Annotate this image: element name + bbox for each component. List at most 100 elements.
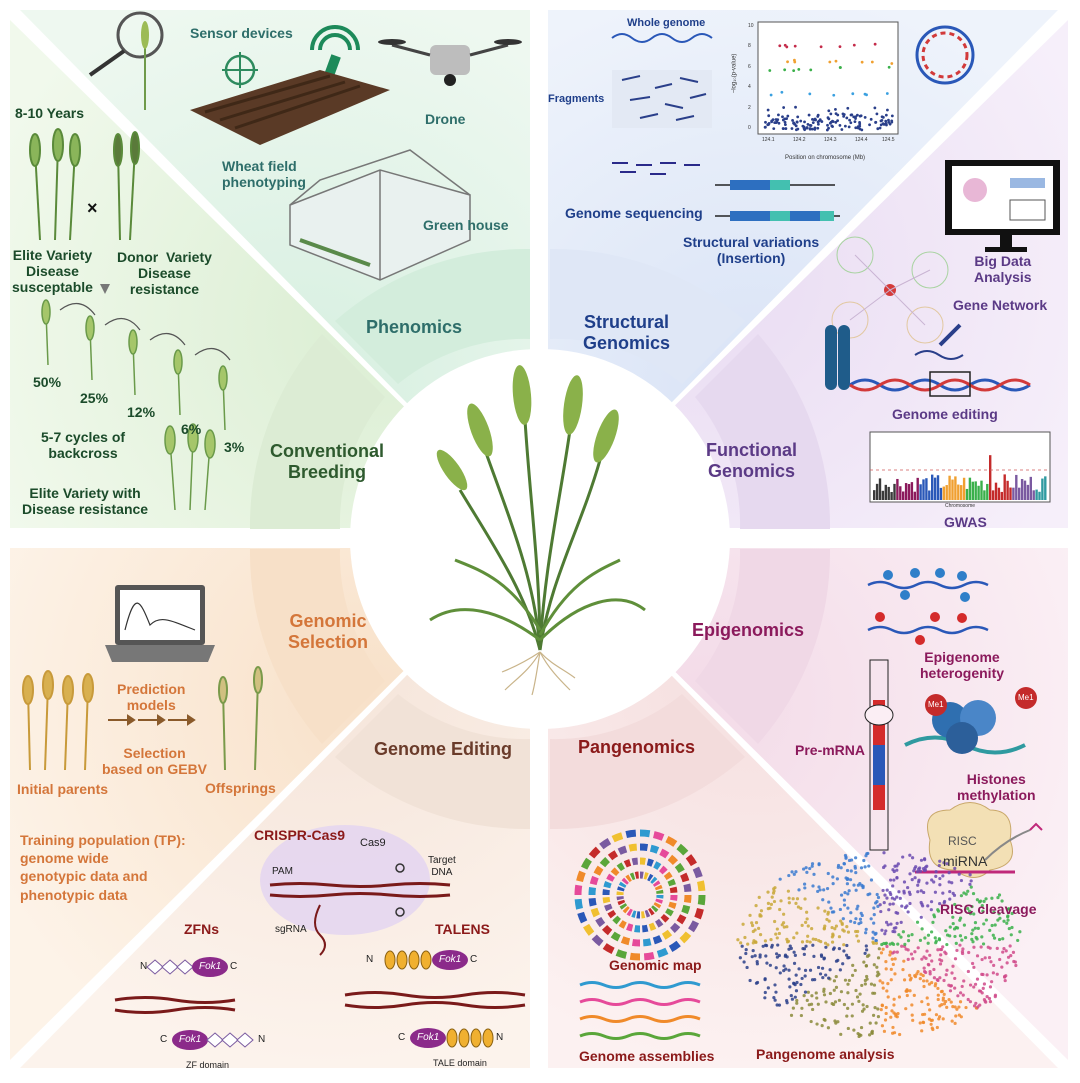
- text-genome-sequencing: Genome sequencing: [565, 205, 703, 221]
- pangenome-point: [766, 891, 769, 894]
- pangenome-point: [782, 913, 785, 916]
- plot-point: [840, 128, 843, 131]
- pangenome-point: [854, 867, 857, 870]
- pangenome-point: [871, 937, 874, 940]
- text-years: 8-10 Years: [15, 105, 84, 121]
- genomic-map-segment: [661, 868, 665, 872]
- genomic-map-segment: [685, 906, 687, 913]
- pangenome-point: [976, 1005, 979, 1008]
- genomic-map-segment: [619, 849, 626, 852]
- text-genome-editing-fn: Genome editing: [892, 406, 998, 422]
- text-25pct: 25%: [80, 390, 108, 406]
- pangenome-point: [889, 922, 892, 925]
- pangenome-point: [792, 982, 795, 985]
- pangenome-point: [940, 948, 943, 951]
- text-structural-variations: Structural variations (Insertion): [683, 234, 819, 266]
- manhattan-plot: [758, 22, 898, 134]
- pangenome-point: [960, 894, 963, 897]
- text-me1-left: Me1: [928, 700, 944, 709]
- pangenome-point: [741, 923, 744, 926]
- pangenome-point: [848, 889, 851, 892]
- label-genome-editing: Genome Editing: [374, 739, 512, 760]
- plot-point: [860, 114, 863, 117]
- pangenome-point: [888, 891, 891, 894]
- text-fok1-talen-bottom: Fok1: [417, 1032, 439, 1044]
- plot-point: [782, 127, 785, 130]
- pangenome-point: [873, 913, 876, 916]
- pangenome-point: [796, 897, 799, 900]
- pangenome-point: [804, 991, 807, 994]
- text-me1-right: Me1: [1018, 693, 1034, 702]
- plot-point: [792, 69, 795, 72]
- pangenome-point: [839, 968, 842, 971]
- pangenome-point: [904, 1007, 907, 1010]
- pangenome-point: [959, 1000, 962, 1003]
- pangenome-point: [940, 959, 943, 962]
- text-fok1-talen-top: Fok1: [439, 954, 461, 966]
- plot-point: [874, 43, 877, 46]
- pangenome-point: [945, 1006, 948, 1009]
- genomic-map-segment: [668, 910, 671, 915]
- pangenome-point: [812, 955, 815, 958]
- pangenome-point: [907, 934, 910, 937]
- pangenome-point: [849, 911, 852, 914]
- pangenome-point: [776, 936, 779, 939]
- pangenome-point: [896, 912, 899, 915]
- pangenome-point: [778, 1004, 781, 1007]
- pangenome-point: [856, 930, 859, 933]
- pangenome-point: [927, 934, 930, 937]
- plot-point: [786, 115, 789, 118]
- pangenome-point: [911, 1014, 914, 1017]
- pangenome-point: [896, 922, 899, 925]
- genomic-map-segment: [597, 868, 601, 875]
- pangenome-point: [793, 873, 796, 876]
- pangenome-point: [751, 955, 754, 958]
- pangenome-point: [839, 908, 842, 911]
- plot-point: [792, 122, 795, 125]
- pangenome-point: [810, 994, 813, 997]
- pangenome-point: [764, 954, 767, 957]
- pangenome-point: [945, 969, 948, 972]
- plot-point: [816, 115, 819, 118]
- pangenome-point: [852, 884, 855, 887]
- text-gwas: GWAS: [944, 514, 987, 530]
- gwas-mark: [888, 487, 890, 500]
- gwas-mark: [963, 478, 965, 500]
- pangenome-point: [947, 998, 950, 1001]
- genomic-map-segment: [602, 860, 607, 866]
- pangenome-point: [831, 941, 834, 944]
- genomic-map-segment: [652, 879, 654, 881]
- gwas-mark: [1021, 479, 1023, 500]
- gwas-mark: [966, 489, 968, 500]
- pangenome-point: [844, 979, 847, 982]
- pangenome-point: [1002, 947, 1005, 950]
- pangenome-point: [792, 1007, 795, 1010]
- pangenome-point: [858, 1033, 861, 1036]
- plot-point: [764, 121, 767, 124]
- pangenome-point: [992, 964, 995, 967]
- pangenome-point: [929, 972, 932, 975]
- pangenome-point: [990, 897, 993, 900]
- pangenome-point: [886, 982, 889, 985]
- genomic-map-segment: [581, 913, 585, 922]
- plot-point: [870, 118, 873, 121]
- genomic-map-segment: [584, 860, 589, 868]
- pangenome-point: [876, 971, 879, 974]
- gwas-mark: [992, 490, 994, 500]
- text-12pct: 12%: [127, 404, 155, 420]
- pangenome-point: [925, 865, 928, 868]
- pangenome-point: [892, 902, 895, 905]
- pangenome-point: [919, 939, 922, 942]
- pangenome-point: [878, 979, 881, 982]
- pangenome-point: [803, 994, 806, 997]
- pangenome-point: [786, 1001, 789, 1004]
- pangenome-point: [781, 923, 784, 926]
- pangenome-point: [928, 954, 931, 957]
- pangenome-point: [814, 938, 817, 941]
- gwas-mark: [911, 482, 913, 500]
- pangenome-point: [961, 985, 964, 988]
- pangenome-point: [891, 930, 894, 933]
- pangenome-point: [771, 895, 774, 898]
- pangenome-point: [856, 905, 859, 908]
- pangenome-point: [934, 870, 937, 873]
